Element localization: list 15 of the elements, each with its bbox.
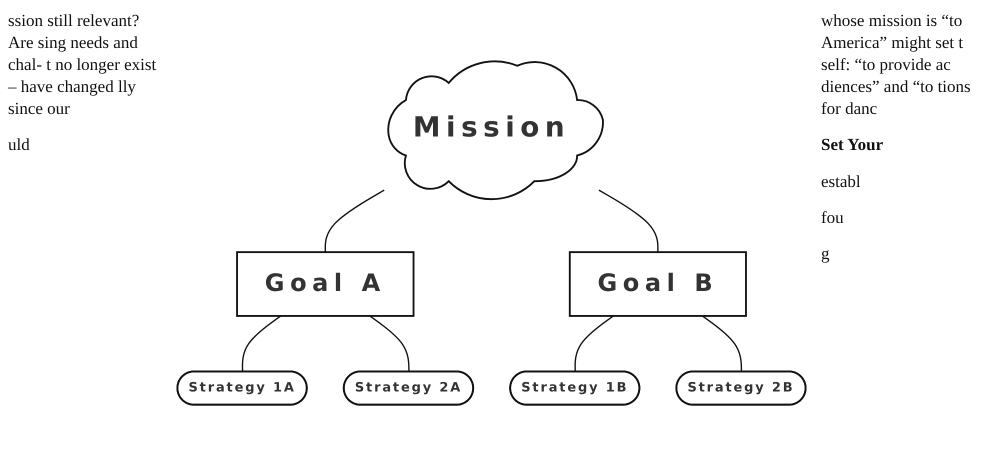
body-text: establ xyxy=(821,170,862,193)
body-text: whose mission is “to America” might set t self: “to provide ac diences” and “to tions for danc xyxy=(821,10,972,120)
node-box: Goal B xyxy=(568,251,747,317)
body-text: ssion still relevant? Are sing needs and chal- t no longer exist – have changed lly since our xyxy=(8,10,158,120)
connector xyxy=(598,189,659,252)
connector xyxy=(574,315,614,372)
body-text: Set Your xyxy=(821,134,884,156)
connector xyxy=(702,315,742,372)
body-text: uld xyxy=(8,134,31,156)
connector xyxy=(324,189,385,252)
node-box: Goal A xyxy=(236,251,414,317)
body-text: g xyxy=(821,242,830,265)
body-text: fou xyxy=(821,206,845,229)
connector xyxy=(242,315,282,372)
connector xyxy=(369,315,410,372)
